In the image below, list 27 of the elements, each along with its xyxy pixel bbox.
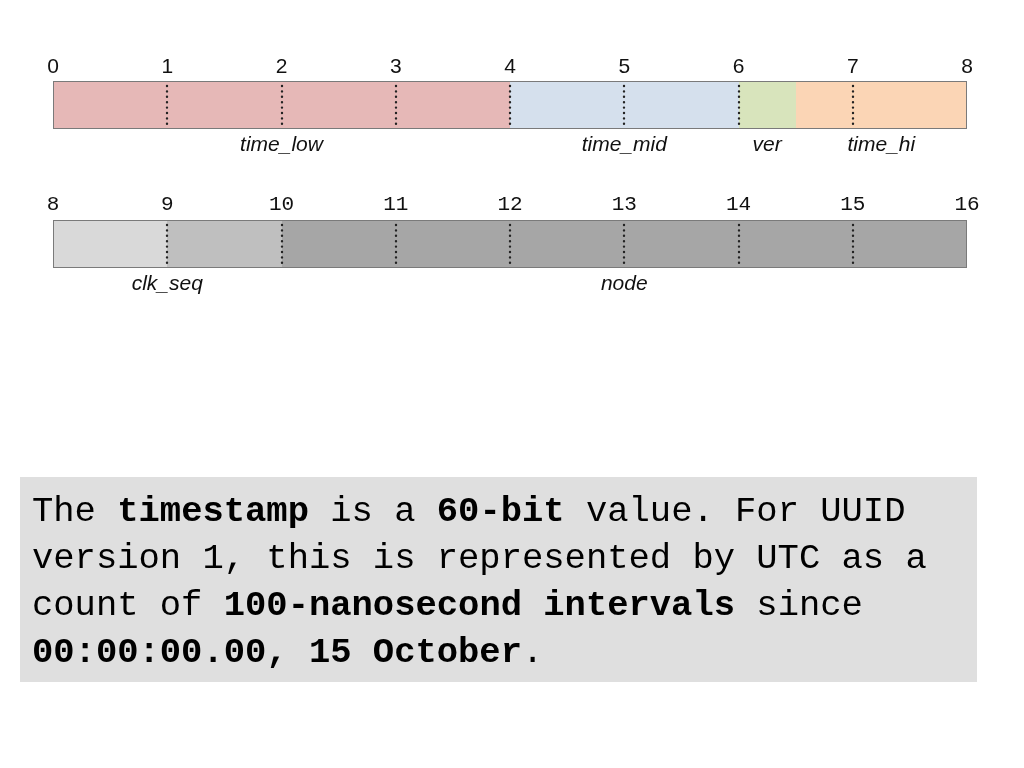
byte-offset: 1 [161, 54, 174, 78]
byte-offset: 13 [611, 193, 637, 217]
byte-offset: 10 [268, 193, 295, 217]
byte-offset: 11 [383, 193, 409, 217]
byte-offset: 16 [954, 193, 980, 217]
byte-segment [53, 220, 168, 268]
byte-offset: 7 [846, 54, 859, 78]
field-label: time_mid [581, 132, 667, 156]
note-text: The timestamp is a 60-bit value. For UUID version 1, this is represented by UTC as a count of 100-nanosecond intervals since 00:00:00.00, 15 October. [20, 477, 977, 682]
byte-offset: 15 [840, 193, 866, 217]
byte-offset: 2 [275, 54, 288, 78]
field-label: ver [752, 132, 782, 156]
field-label: clk_seq [131, 271, 203, 295]
byte-offset: 12 [497, 193, 523, 217]
byte-offset: 3 [389, 54, 402, 78]
byte-offset: 14 [725, 193, 752, 217]
field-label: node [600, 271, 648, 295]
byte-offset: 6 [732, 54, 745, 78]
byte-offset: 9 [160, 193, 174, 217]
byte-offset: 5 [618, 54, 631, 78]
byte-offset: 0 [47, 54, 59, 78]
byte-segment [167, 220, 282, 268]
byte-offset: 4 [504, 54, 516, 78]
field-label: time_hi [847, 132, 916, 156]
byte-offset: 8 [46, 193, 60, 217]
field-label: time_low [240, 132, 323, 156]
byte-offset: 8 [961, 54, 973, 78]
